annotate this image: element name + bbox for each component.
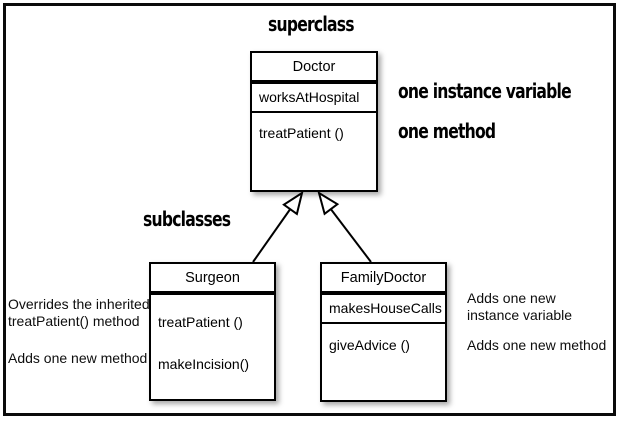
class-method-doctor: treatPatient () [259, 125, 344, 141]
class-box-doctor: Doctor worksAtHospital treatPatient () [250, 51, 378, 192]
class-methods-surgeon: treatPatient () makeIncision() [151, 295, 274, 399]
class-method-surgeon: makeIncision() [158, 356, 250, 372]
class-method-surgeon: treatPatient () [158, 314, 243, 330]
class-name-surgeon: Surgeon [151, 264, 274, 295]
class-name-familydoctor: FamilyDoctor [322, 264, 445, 295]
subclasses-label: subclasses [143, 207, 231, 231]
familydoctor-note-adds-method: Adds one new method [467, 337, 607, 353]
superclass-label: superclass [268, 12, 355, 36]
class-box-surgeon: Surgeon treatPatient () makeIncision() [149, 262, 276, 401]
class-method-familydoctor: giveAdvice () [329, 337, 410, 353]
familydoctor-note-line: Adds one new [467, 290, 556, 306]
class-attribute-familydoctor: makesHouseCalls [322, 295, 445, 324]
class-methods-familydoctor: giveAdvice () [322, 324, 445, 400]
class-name-doctor: Doctor [252, 53, 376, 84]
one-instance-variable-label: one instance variable [398, 79, 572, 103]
surgeon-note-line: Overrides the inherited [8, 296, 150, 312]
surgeon-note-adds-method: Adds one new method [8, 350, 148, 366]
familydoctor-note-line: instance variable [467, 307, 573, 323]
class-attribute-doctor: worksAtHospital [252, 84, 376, 113]
class-box-familydoctor: FamilyDoctor makesHouseCalls giveAdvice … [320, 262, 447, 402]
one-method-label: one method [398, 119, 496, 143]
familydoctor-note-adds-variable: Adds one new instance variable [467, 290, 572, 324]
surgeon-note-overrides: Overrides the inherited treatPatient() m… [8, 296, 150, 330]
class-methods-doctor: treatPatient () [252, 113, 376, 190]
surgeon-note-line: treatPatient() method [8, 313, 140, 329]
